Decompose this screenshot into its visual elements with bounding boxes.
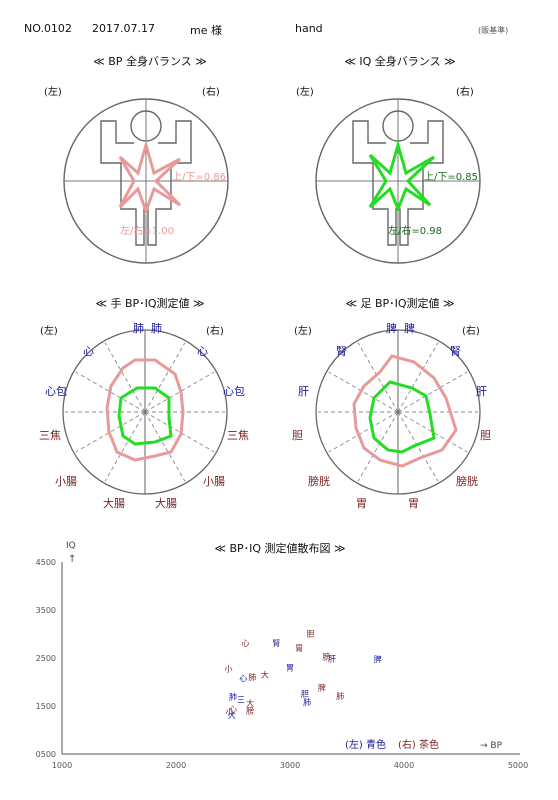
iq-right-label: (右) bbox=[456, 87, 474, 98]
scatter-point: 肺 bbox=[229, 692, 237, 701]
x-tick-label: 2000 bbox=[166, 761, 186, 770]
bp-body-diagram bbox=[63, 98, 229, 264]
foot-left-label: (左) bbox=[294, 326, 312, 337]
scatter-point: 胆 bbox=[301, 690, 309, 699]
scatter-title: ≪ BP･IQ 測定値散布図 ≫ bbox=[214, 542, 346, 555]
hand-label-right-4: 小腸 bbox=[203, 475, 225, 488]
measure-mode: hand bbox=[295, 22, 323, 35]
hand-label-right-2: 心包 bbox=[223, 385, 245, 398]
foot-label-left-3: 胆 bbox=[292, 429, 303, 442]
bp-left-label: (左) bbox=[44, 87, 62, 98]
hand-label-left-2: 心包 bbox=[45, 385, 67, 398]
scatter-ylabel: IQ bbox=[66, 541, 76, 551]
scatter-point: 脾 bbox=[374, 654, 382, 664]
bp-ud-ratio: 上/下=0.86 bbox=[172, 171, 226, 183]
scatter-point: 脾 bbox=[318, 682, 326, 692]
hand-label-left-5: 大腸 bbox=[103, 497, 125, 510]
scatter-point: 腎 bbox=[272, 639, 280, 648]
foot-right-label: (右) bbox=[462, 326, 480, 337]
scatter-point: 膀 bbox=[322, 652, 330, 662]
scatter-point: 小 bbox=[224, 665, 232, 674]
scatter-xlabel: → BP bbox=[480, 741, 503, 751]
hand-iq-polygon bbox=[117, 386, 173, 446]
bp-right-label: (右) bbox=[202, 87, 220, 98]
hand-radar bbox=[62, 329, 228, 495]
iq-left-label: (左) bbox=[296, 87, 314, 98]
scatter-point: 胃 bbox=[286, 664, 294, 673]
scatter-point: 大 bbox=[228, 710, 236, 720]
iq-lr-ratio: 左/右=0.98 bbox=[388, 224, 442, 237]
scatter-point: 心 bbox=[229, 705, 237, 714]
scatter-point: 胃 bbox=[295, 644, 303, 653]
bp-balance-title: ≪ BP 全身バランス ≫ bbox=[93, 55, 207, 68]
scatter-point: 肝 bbox=[328, 655, 336, 664]
foot-label-right-5: 胃 bbox=[408, 497, 419, 510]
hand-label-right-1: 心 bbox=[197, 345, 208, 358]
foot-label-left-2: 肝 bbox=[298, 385, 309, 398]
hand-left-label: (左) bbox=[40, 326, 58, 337]
scatter-point: 大 bbox=[261, 669, 269, 679]
foot-label-right-4: 膀胱 bbox=[456, 475, 478, 488]
foot-label-left-1: 腎 bbox=[336, 345, 347, 358]
foot-label-right-3: 胆 bbox=[480, 429, 491, 442]
legend-right: (右) 茶色 bbox=[398, 738, 439, 751]
iq-balance-title: ≪ IQ 全身バランス ≫ bbox=[344, 55, 456, 68]
hand-bp-polygon bbox=[105, 358, 185, 462]
foot-label-right-2: 肝 bbox=[476, 385, 487, 398]
foot-title: ≪ 足 BP･IQ測定値 ≫ bbox=[345, 297, 455, 310]
scatter-point: 肺 bbox=[336, 692, 344, 701]
x-tick-label: 4000 bbox=[394, 761, 414, 770]
foot-label-right-0: 脾 bbox=[404, 322, 415, 335]
y-tick-label: 0500 bbox=[36, 750, 56, 759]
hand-right-label: (右) bbox=[206, 326, 224, 337]
hand-label-left-4: 小腸 bbox=[55, 475, 77, 488]
record-date: 2017.07.17 bbox=[92, 22, 155, 35]
patient-name: me 様 bbox=[190, 24, 222, 37]
y-tick-label: 3500 bbox=[36, 606, 56, 615]
y-tick-label: 2500 bbox=[36, 654, 56, 663]
x-tick-label: 3000 bbox=[280, 761, 300, 770]
bp-lr-ratio: 左/右=1.00 bbox=[120, 224, 174, 237]
hand-title: ≪ 手 BP･IQ測定値 ≫ bbox=[95, 297, 205, 310]
foot-iq-polygon bbox=[368, 380, 436, 454]
foot-bp-polygon bbox=[352, 354, 458, 468]
scatter-plot: 1000 2000 3000 4000 5000 0500 1500 2500 3500 4500… bbox=[36, 558, 529, 770]
bp-balance-star bbox=[118, 139, 182, 216]
y-tick-label: 4500 bbox=[36, 558, 56, 567]
iq-balance-star bbox=[368, 139, 436, 214]
foot-label-right-1: 腎 bbox=[450, 345, 461, 358]
hand-label-left-1: 心 bbox=[83, 345, 94, 358]
scatter-point: 小 bbox=[226, 707, 234, 716]
legend-left: (左) 青色 bbox=[345, 738, 386, 751]
record-number: NO.0102 bbox=[24, 22, 72, 35]
iq-body-diagram bbox=[315, 98, 481, 264]
hand-label-right-5: 大腸 bbox=[155, 497, 177, 510]
foot-radar bbox=[315, 329, 481, 495]
scatter-point: 胆 bbox=[307, 630, 315, 639]
scatter-point: 心 bbox=[242, 639, 250, 648]
hand-label-right-0: 肺 bbox=[151, 322, 162, 335]
scatter-point: 膀 bbox=[246, 705, 254, 715]
scatter-point: 大 bbox=[246, 698, 254, 708]
reference-note: (贩基準) bbox=[478, 26, 509, 35]
foot-label-left-5: 胃 bbox=[356, 497, 367, 510]
iq-ud-ratio: 上/下=0.85 bbox=[424, 171, 478, 183]
hand-label-left-3: 三焦 bbox=[39, 429, 61, 442]
scatter-point: 三 bbox=[237, 695, 245, 704]
x-tick-label: 1000 bbox=[52, 761, 72, 770]
foot-label-left-4: 膀胱 bbox=[308, 475, 330, 488]
foot-label-left-0: 脾 bbox=[386, 322, 397, 335]
scatter-point: 肺 bbox=[303, 698, 311, 707]
scatter-ylabel-arrow: ↑ bbox=[68, 554, 76, 565]
y-tick-label: 1500 bbox=[36, 702, 56, 711]
scatter-point: 心 bbox=[239, 674, 247, 683]
hand-label-left-0: 肺 bbox=[133, 322, 144, 335]
hand-label-right-3: 三焦 bbox=[227, 429, 249, 442]
x-tick-label: 5000 bbox=[508, 761, 528, 770]
scatter-point: 肺 bbox=[248, 673, 256, 682]
